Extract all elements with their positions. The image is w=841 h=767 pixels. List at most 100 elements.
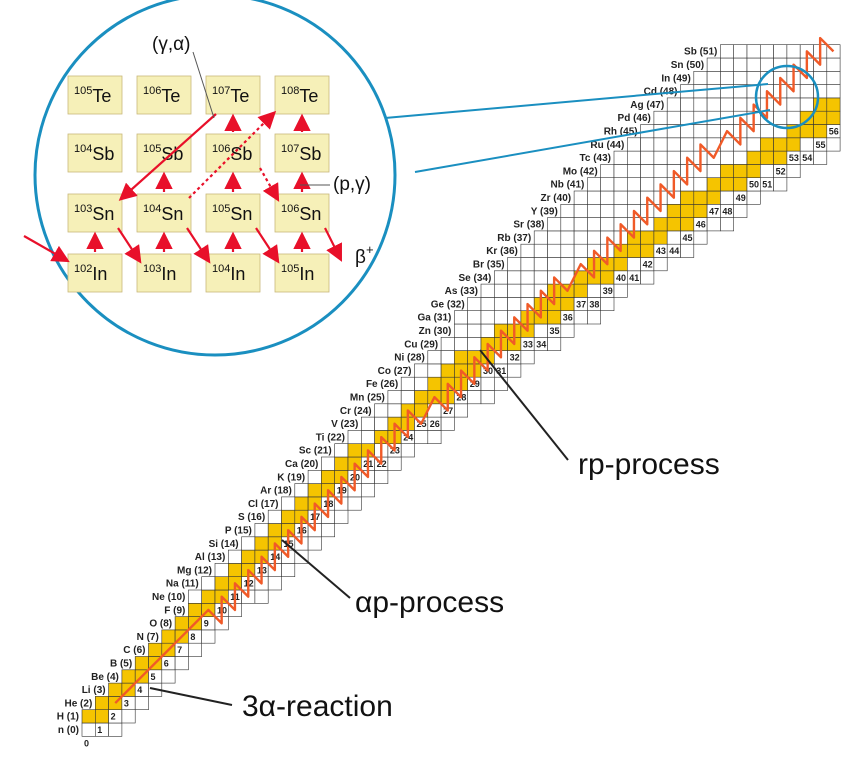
- nuclide-cell: [560, 230, 575, 245]
- nuclide-cell: [547, 243, 562, 258]
- nuclide-cell: [467, 336, 482, 351]
- nuclide-cell: [334, 443, 349, 458]
- nuclide-cell: [560, 257, 575, 272]
- nuclide-name: 106Sb: [212, 143, 252, 164]
- nuclide-cell: [693, 230, 708, 245]
- nuclide-cell: [666, 204, 681, 218]
- nuclide-cell: [533, 323, 548, 338]
- nuclide-cell: [480, 323, 495, 338]
- nuclide-cell: [799, 84, 814, 99]
- nuclide-cell: [720, 97, 735, 112]
- nuclide-cell: [533, 257, 548, 272]
- nuclide-cell: [640, 230, 655, 245]
- nuclide-cell: [573, 190, 588, 205]
- nuclide-cell: [387, 390, 402, 405]
- element-label: As (33): [445, 286, 478, 297]
- nuclide-cell: [374, 469, 389, 484]
- neutron-number-label: 45: [683, 233, 693, 243]
- nuclide-cell: [666, 137, 681, 152]
- neutron-number-label: 32: [510, 353, 520, 363]
- element-label: He (2): [65, 698, 93, 709]
- zoom-connector-top: [384, 83, 769, 119]
- nuclide-cell: [294, 483, 309, 498]
- nuclide-cell: [427, 430, 442, 444]
- nuclide-cell: [188, 589, 202, 604]
- nuclide-cell: [560, 243, 575, 258]
- nuclide-cell: [493, 283, 508, 298]
- nuclide-cell: [174, 616, 189, 631]
- nuclide-cell: [706, 164, 721, 178]
- nuclide-cell: [733, 164, 748, 178]
- nuclide-name: 108Te: [281, 85, 318, 106]
- neutron-number-label: 44: [669, 246, 679, 256]
- nuclide-cell: [81, 722, 96, 737]
- nuclide-cell: [693, 177, 708, 192]
- element-label: Co (27): [378, 366, 412, 377]
- nuclide-cell: [454, 403, 468, 418]
- element-label: Sc (21): [299, 446, 332, 457]
- neutron-number-label: 26: [430, 419, 440, 429]
- nuclide-cell: [587, 310, 602, 325]
- nuclide-cell: [467, 297, 482, 311]
- nuclide-cell: [414, 376, 429, 391]
- element-label: Sb (51): [684, 47, 717, 58]
- ap-pointer-line: [281, 539, 351, 599]
- nuclide-name: 105Sn: [212, 203, 252, 224]
- element-label: Y (39): [531, 206, 558, 217]
- reaction-arrow: [118, 113, 217, 201]
- neutron-number-label: 0: [84, 738, 89, 748]
- nuclide-cell: [95, 696, 109, 711]
- nuclide-name: 107Te: [212, 85, 249, 106]
- nuclide-cell: [467, 323, 482, 338]
- nuclide-cell: [613, 283, 628, 298]
- neutron-number-label: 2: [111, 712, 116, 722]
- inset-nuclide-box: 105Te: [67, 75, 123, 115]
- nuclide-cell: [108, 682, 123, 697]
- element-label: Cu (29): [404, 339, 438, 350]
- inset-nuclide-box: 104In: [205, 253, 261, 293]
- nuclide-cell: [81, 709, 96, 724]
- nuclide-cell: [720, 177, 735, 192]
- nuclide-cell: [480, 283, 495, 298]
- nuclide-cell: [693, 71, 708, 85]
- nuclide-cell: [148, 642, 163, 657]
- inset-nuclide-box: 104Sn: [136, 193, 192, 233]
- neutron-number-label: 53: [789, 153, 799, 163]
- nuclide-cell: [427, 376, 442, 391]
- element-label: Cd (48): [644, 87, 678, 98]
- nuclide-name: 103Sn: [74, 203, 114, 224]
- nuclide-cell: [587, 177, 602, 192]
- neutron-number-label: 54: [802, 153, 812, 163]
- nuclide-cell: [666, 217, 681, 232]
- nuclide-cell: [241, 536, 256, 551]
- inset-nuclide-box: 102In: [67, 253, 123, 293]
- neutron-number-label: 8: [190, 632, 195, 642]
- nuclide-cell: [613, 177, 628, 192]
- neutron-number-label: 51: [762, 180, 772, 190]
- nuclide-cell: [467, 310, 482, 325]
- nuclide-cell: [201, 629, 216, 644]
- nuclide-cell: [773, 177, 788, 192]
- nuclide-cell: [613, 164, 628, 178]
- nuclide-cell: [294, 496, 309, 511]
- nuclide-cell: [321, 456, 335, 471]
- nuclide-cell: [786, 137, 801, 152]
- nuclide-cell: [706, 110, 721, 125]
- nuclide-cell: [826, 97, 841, 112]
- element-label: Rh (45): [604, 127, 638, 138]
- neutron-number-label: 46: [696, 220, 706, 230]
- element-label: Nb (41): [550, 180, 584, 191]
- element-label: Kr (36): [486, 246, 518, 257]
- nuclide-cell: [720, 217, 735, 232]
- neutron-number-label: 33: [523, 339, 533, 349]
- neutron-number-label: 52: [776, 166, 786, 176]
- neutron-number-label: 38: [589, 299, 599, 309]
- neutron-number-label: 31: [496, 366, 506, 376]
- nuclide-cell: [587, 217, 602, 232]
- nuclide-cell: [281, 563, 296, 578]
- nuclide-cell: [214, 563, 229, 578]
- nuclide-cell: [440, 350, 455, 365]
- nuclide-cell: [507, 297, 522, 311]
- nuclide-cell: [786, 110, 801, 125]
- neutron-number-label: 3: [124, 698, 129, 708]
